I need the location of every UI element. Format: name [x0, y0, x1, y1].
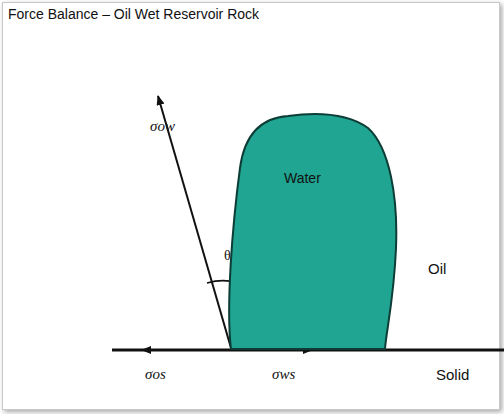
tension-symbol: σow	[150, 118, 175, 135]
angle-symbol: θ	[224, 248, 231, 264]
droplet-outline	[218, 108, 402, 352]
oil-solid-tension-vector	[142, 349, 231, 351]
diagram-title: Force Balance – Oil Wet Reservoir Rock	[8, 6, 259, 22]
node-label: Water	[284, 170, 321, 186]
phase-label: Oil	[428, 260, 446, 277]
water-droplet: Water	[218, 108, 402, 352]
tension-symbol: σos	[145, 366, 166, 383]
phase-label: Solid	[436, 366, 469, 383]
tension-symbol: σws	[272, 366, 295, 383]
